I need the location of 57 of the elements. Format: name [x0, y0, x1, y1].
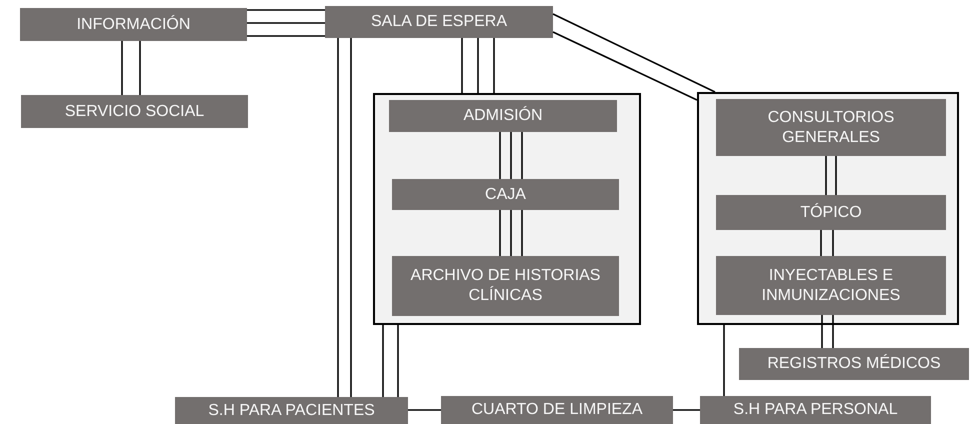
connector-line [820, 230, 822, 256]
room-label: ARCHIVO DE HISTORIAS CLÍNICAS [410, 266, 602, 306]
connector-line [521, 210, 523, 256]
room-box [325, 6, 553, 38]
connector-line [382, 325, 384, 397]
connector-line [477, 38, 479, 93]
room-box [716, 256, 946, 315]
room-label: INFORMACIÓN [76, 14, 190, 34]
room-box [716, 195, 946, 230]
connector-line [247, 22, 325, 24]
connector-line [552, 13, 716, 93]
room-box [175, 397, 408, 424]
room-box [392, 179, 619, 210]
connector-line [493, 38, 495, 93]
room-box [700, 396, 931, 424]
connector-line [673, 409, 700, 411]
connector-line [825, 156, 827, 195]
group-panel [697, 92, 959, 325]
connector-line [408, 409, 441, 411]
room-label: CONSULTORIOS GENERALES [766, 108, 896, 148]
connector-line [723, 325, 725, 396]
group-panel [373, 93, 641, 325]
connector-line [499, 132, 501, 179]
connector-line [247, 35, 325, 37]
connector-line [552, 31, 698, 101]
connector-line [821, 315, 823, 348]
room-box [21, 95, 248, 128]
connector-line [139, 41, 141, 95]
connector-line [337, 38, 339, 397]
connector-line [461, 38, 463, 93]
room-label: REGISTROS MÉDICOS [767, 354, 941, 374]
room-label: S.H PARA PERSONAL [733, 400, 898, 420]
connector-line [521, 132, 523, 179]
room-label: SALA DE ESPERA [370, 12, 508, 32]
connector-line [510, 210, 512, 256]
room-label: CUARTO DE LIMPIEZA [472, 400, 642, 420]
room-label: SERVICIO SOCIAL [64, 102, 204, 122]
connector-line [397, 325, 399, 397]
connector-line [835, 156, 837, 195]
room-label: INYECTABLES E INMUNIZACIONES [760, 266, 902, 306]
room-box [441, 396, 673, 424]
room-box [20, 8, 247, 41]
room-label: ADMISIÓN [463, 106, 543, 126]
connector-line [247, 9, 325, 11]
connector-line [499, 210, 501, 256]
room-label: S.H PARA PACIENTES [208, 400, 375, 420]
connector-line [121, 41, 123, 95]
connector-line [510, 132, 512, 179]
connector-line [350, 38, 352, 397]
room-box [392, 256, 619, 316]
room-label: TÓPICO [800, 202, 862, 222]
room-box [716, 99, 946, 156]
room-box [389, 100, 617, 132]
room-box [739, 348, 969, 380]
connector-line [832, 315, 834, 348]
connector-line [832, 230, 834, 256]
room-label: CAJA [485, 184, 526, 204]
